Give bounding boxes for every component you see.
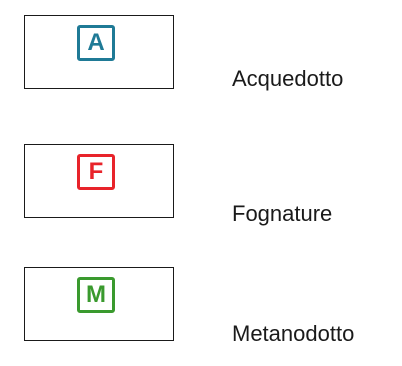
legend-symbol-frame: M <box>24 267 174 341</box>
metanodotto-letter-badge: M <box>77 277 115 313</box>
badge-letter: M <box>86 281 106 308</box>
legend-symbol-frame: A <box>24 15 174 89</box>
badge-letter: F <box>88 158 104 185</box>
legend-symbol-frame: F <box>24 144 174 218</box>
acquedotto-letter-badge: A <box>77 25 115 61</box>
fognature-letter-badge: F <box>77 154 115 190</box>
legend-label-acquedotto: Acquedotto <box>232 66 344 91</box>
badge-letter: A <box>87 29 105 56</box>
legend-label-metanodotto: Metanodotto <box>232 321 355 346</box>
legend-label-fognature: Fognature <box>232 201 333 226</box>
